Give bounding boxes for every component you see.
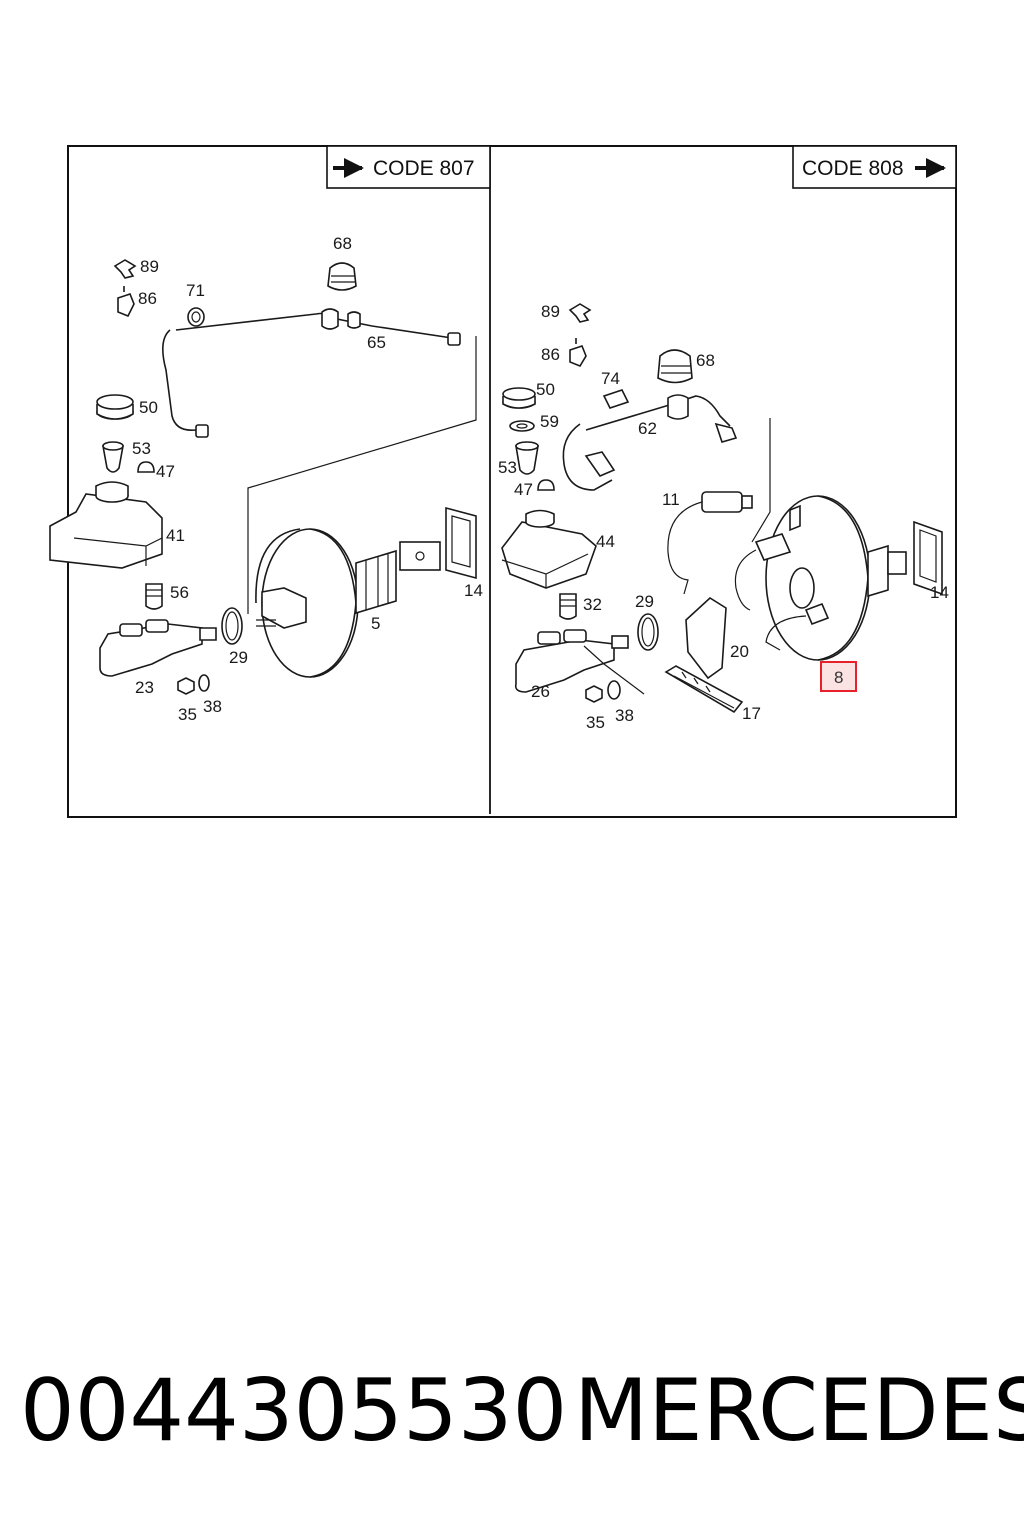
callout-86: 86 <box>541 345 560 364</box>
callout-35: 35 <box>178 705 197 724</box>
callout-32: 32 <box>583 595 602 614</box>
callout-47: 47 <box>514 480 533 499</box>
callout-29: 29 <box>635 592 654 611</box>
callout-68: 68 <box>333 234 352 253</box>
panel-code-807: CODE 807 <box>49 145 491 724</box>
callout-35: 35 <box>586 713 605 732</box>
callout-56: 56 <box>170 583 189 602</box>
code-807-label: CODE 807 <box>373 157 475 180</box>
callout-8-highlighted: 8 <box>834 668 843 687</box>
callout-17: 17 <box>742 704 761 723</box>
callout-89: 89 <box>140 257 159 276</box>
callout-89: 89 <box>541 302 560 321</box>
part-number: 0044305530 <box>20 1361 568 1461</box>
callout-38: 38 <box>203 697 222 716</box>
callout-29: 29 <box>229 648 248 667</box>
callout-50: 50 <box>139 398 158 417</box>
callout-65: 65 <box>367 333 386 352</box>
callout-50: 50 <box>536 380 555 399</box>
callouts-808: 89 86 68 74 50 59 62 53 47 11 44 29 32 1… <box>498 302 949 732</box>
callout-68: 68 <box>696 351 715 370</box>
diagram-frame <box>67 145 957 818</box>
callout-23: 23 <box>135 678 154 697</box>
callout-74: 74 <box>601 369 620 388</box>
callout-53: 53 <box>498 458 517 477</box>
callout-71: 71 <box>186 281 205 300</box>
callout-47: 47 <box>156 462 175 481</box>
callout-11: 11 <box>662 490 680 509</box>
callout-41: 41 <box>166 526 185 545</box>
callout-5: 5 <box>371 614 380 633</box>
callouts-807: 89 86 68 71 65 50 53 47 41 56 14 5 29 23… <box>132 234 483 724</box>
callout-86: 86 <box>138 289 157 308</box>
code-807-box <box>326 145 491 189</box>
callout-14: 14 <box>464 581 483 600</box>
code-808-label: CODE 808 <box>802 157 904 180</box>
callout-26: 26 <box>531 682 550 701</box>
callout-59: 59 <box>540 412 559 431</box>
callout-38: 38 <box>615 706 634 725</box>
callout-62: 62 <box>638 419 657 438</box>
callout-53: 53 <box>132 439 151 458</box>
brand-name: MERCEDES <box>574 1361 1024 1461</box>
panel-code-808: CODE 808 <box>498 145 957 732</box>
callout-20: 20 <box>730 642 749 661</box>
callout-44: 44 <box>596 532 615 551</box>
highlight-box-8 <box>820 661 857 692</box>
callout-14: 14 <box>930 583 949 602</box>
